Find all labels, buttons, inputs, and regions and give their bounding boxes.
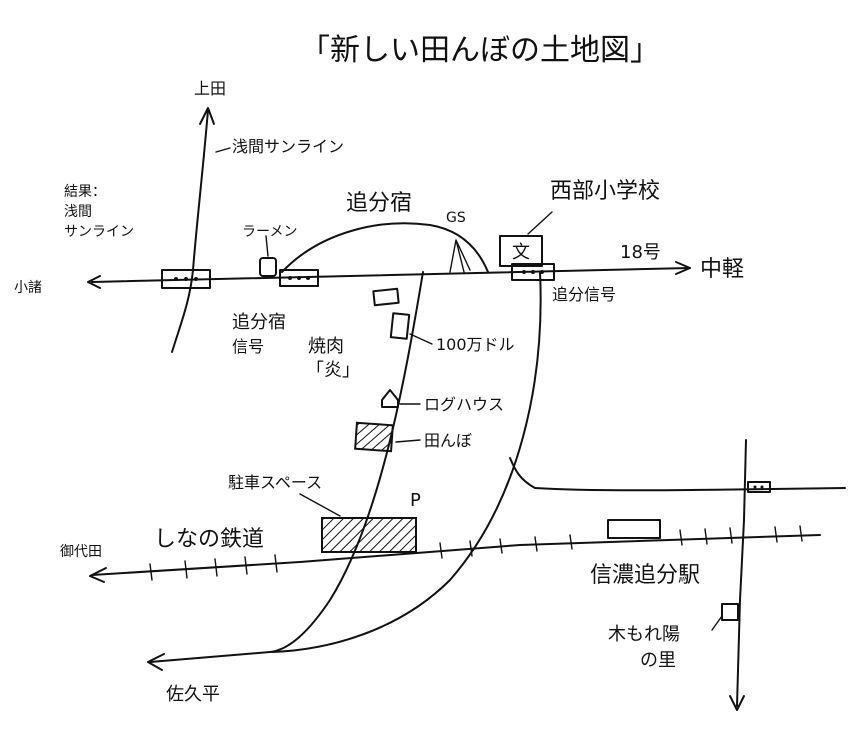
label-shinano-railway: しなの鉄道 <box>154 527 264 552</box>
label-shinano-oiwake-station: 信濃追分駅 <box>590 563 700 588</box>
asama-sunline-arrow <box>199 107 215 125</box>
label-yakiniku-2: 「炎」 <box>306 360 360 381</box>
route-18-arrow-left <box>87 275 101 289</box>
signal-east <box>747 481 771 493</box>
label-ueda: 上田 <box>194 79 226 98</box>
label-oiwake-signal-left-2: 信号 <box>232 337 264 356</box>
label-oiwake-signal-left-1: 追分宿 <box>232 312 286 333</box>
label-komorebi-1: 木もれ陽 <box>608 624 680 645</box>
leader-tanbo <box>395 439 421 443</box>
building-1 <box>372 287 400 307</box>
signal-oiwake <box>511 263 555 281</box>
leader-parking <box>299 493 341 517</box>
signal-oiwake-juku <box>279 269 319 287</box>
log-house-icon <box>381 389 399 408</box>
leader-million <box>409 333 433 345</box>
saku-arrow <box>147 653 165 671</box>
label-karuizawa: 中軽 <box>700 257 744 282</box>
rice-field <box>354 421 394 453</box>
label-oiwake-juku: 追分宿 <box>346 191 412 216</box>
school-building <box>499 235 543 267</box>
curved-road <box>271 271 542 653</box>
road-to-saku <box>149 271 424 663</box>
label-miyota: 御代田 <box>60 544 102 560</box>
school-mark: 文 <box>512 242 530 263</box>
label-yakiniku-1: 焼肉 <box>308 336 344 357</box>
leader-komorebi <box>711 615 723 631</box>
ramen-shop-marker <box>259 257 277 277</box>
railway-ties <box>149 525 803 581</box>
east-side-road <box>509 457 846 492</box>
label-kekkou-2: 浅間 <box>64 204 92 220</box>
label-gs: GS <box>446 210 466 226</box>
label-seibu-school: 西部小学校 <box>550 179 660 204</box>
shinano-railway-line <box>91 534 821 576</box>
pippi-arrow <box>729 695 745 711</box>
label-komoro: 小諸 <box>14 280 42 296</box>
komorebi-building <box>721 603 739 621</box>
label-log-house: ログハウス <box>424 395 504 414</box>
shinano-oiwake-station-building <box>607 519 661 539</box>
parking-space <box>321 517 417 553</box>
label-parking-mark: P <box>410 490 421 511</box>
leader-asama <box>215 147 231 153</box>
million-dollar-building <box>389 312 411 340</box>
railway-arrow-left <box>89 567 107 583</box>
label-route-18: 18号 <box>620 242 661 263</box>
label-asama-sunline: 浅間サンライン <box>232 137 344 156</box>
label-saku: 佐久平 <box>166 684 220 705</box>
label-million-dollar: 100万ドル <box>436 335 515 354</box>
leader-ramen <box>265 235 269 257</box>
road-to-pippi <box>736 439 747 707</box>
label-kekkou-1: 結果： <box>64 184 106 200</box>
label-komorebi-2: の里 <box>640 650 676 671</box>
asama-sunline-road <box>171 109 209 353</box>
label-oiwake-signal-right: 追分信号 <box>552 285 616 304</box>
oiwake-juku-road <box>281 222 489 273</box>
route-18-arrow-right <box>675 261 691 275</box>
label-tanbo: 田んぼ <box>424 431 472 450</box>
label-ramen: ラーメン <box>242 224 297 240</box>
map-title: 「新しい田んぼの土地図」 <box>300 33 660 68</box>
signal-asama <box>161 269 211 289</box>
label-parking-space: 駐車スペース <box>228 473 322 492</box>
label-kekkou-3: サンライン <box>64 224 134 240</box>
leader-school <box>527 211 553 235</box>
gs-marker-lines <box>449 239 471 273</box>
